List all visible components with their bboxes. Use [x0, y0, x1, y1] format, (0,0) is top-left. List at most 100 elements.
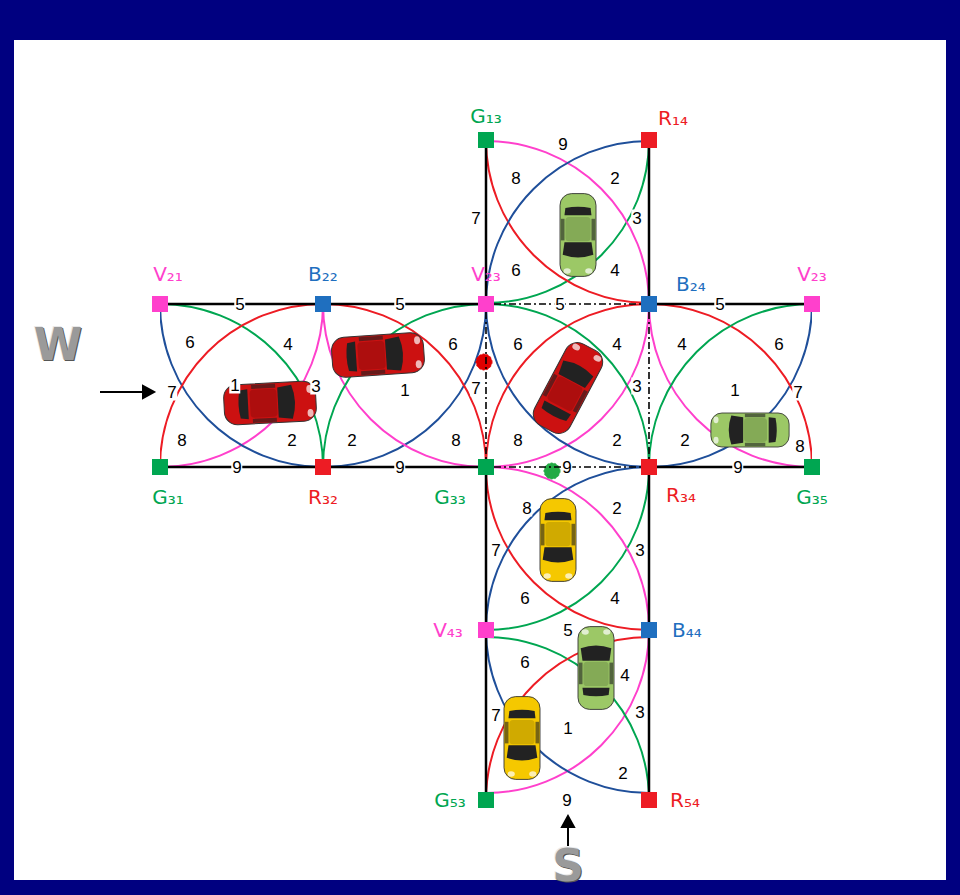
callout-number: 2 — [611, 432, 622, 449]
callout-number: 8 — [794, 438, 805, 455]
node-label: R₃₄ — [666, 485, 696, 505]
direction-letter: W — [34, 323, 83, 367]
node-label: R₁₄ — [658, 108, 688, 128]
node-label: B₂₄ — [676, 274, 706, 294]
corner-node: B₂₄ — [641, 296, 657, 312]
direction-letter: S — [552, 844, 584, 888]
corner-node: B₄₄ — [641, 622, 657, 638]
callout-number: 9 — [394, 459, 405, 476]
corner-node: R₅₄ — [641, 792, 657, 808]
callout-number: 9 — [561, 459, 572, 476]
node-label: G₁₃ — [470, 106, 502, 126]
cars — [223, 194, 789, 780]
callout-number: 2 — [679, 432, 690, 449]
grid-line — [486, 638, 487, 792]
callout-number: 2 — [286, 432, 297, 449]
node-label: R₅₄ — [670, 790, 700, 810]
callout-number: 3 — [310, 378, 321, 395]
entry-arrows — [100, 386, 574, 846]
callout-number: 7 — [166, 384, 177, 401]
callout-number: 4 — [619, 667, 630, 684]
callout-number: 9 — [561, 792, 572, 809]
grid-line — [649, 148, 650, 296]
callout-number: 4 — [609, 262, 620, 279]
corner-node: R₃₄ — [641, 459, 657, 475]
corner-node: G₁₃ — [478, 132, 494, 148]
callout-number: 4 — [611, 336, 622, 353]
corner-node: V₂₃ — [478, 296, 494, 312]
grid-line — [649, 312, 650, 459]
red-dot — [476, 354, 492, 370]
corner-node: R₁₄ — [641, 132, 657, 148]
corner-node: V₂₁ — [152, 296, 168, 312]
callout-number: 1 — [729, 382, 740, 399]
node-label: B₂₂ — [308, 264, 338, 284]
corner-node: G₃₅ — [804, 459, 820, 475]
callout-number: 8 — [521, 500, 532, 517]
callout-number: 5 — [562, 622, 573, 639]
callout-number: 2 — [609, 170, 620, 187]
node-label: B₄₄ — [672, 620, 702, 640]
node-label: G₅₃ — [434, 790, 466, 810]
green-dot — [544, 463, 560, 479]
callout-number: 7 — [470, 380, 481, 397]
node-label: V₂₃ — [471, 264, 501, 284]
callout-number: 1 — [229, 377, 240, 394]
callout-number: 2 — [617, 765, 628, 782]
grid-line — [657, 304, 804, 305]
callout-number: 3 — [631, 378, 642, 395]
callout-number: 9 — [732, 459, 743, 476]
corner-node: G₃₃ — [478, 459, 494, 475]
callout-number: 2 — [611, 500, 622, 517]
corner-node: G₃₁ — [152, 459, 168, 475]
callout-number: 7 — [792, 384, 803, 401]
callout-number: 6 — [447, 336, 458, 353]
node-label: G₃₁ — [152, 487, 184, 507]
callout-number: 7 — [470, 210, 481, 227]
callout-number: 4 — [609, 590, 620, 607]
callout-number: 5 — [714, 296, 725, 313]
callout-number: 5 — [394, 296, 405, 313]
corner-node: B₂₂ — [315, 296, 331, 312]
node-label: V₂₁ — [153, 264, 183, 284]
node-label: G₃₅ — [796, 487, 828, 507]
node-label: V₄₃ — [433, 620, 463, 640]
callout-number: 7 — [490, 542, 501, 559]
callout-number: 7 — [490, 707, 501, 724]
callout-number: 4 — [282, 336, 293, 353]
callout-number: 6 — [510, 262, 521, 279]
node-label: R₃₂ — [308, 487, 338, 507]
callout-number: 4 — [676, 336, 687, 353]
callout-number: 5 — [234, 296, 245, 313]
grid-line — [657, 467, 804, 468]
callout-number: 6 — [184, 334, 195, 351]
callout-number: 6 — [519, 590, 530, 607]
callout-number: 3 — [631, 210, 642, 227]
grid-line — [494, 304, 641, 305]
grid-line — [649, 638, 650, 792]
callout-number: 9 — [557, 136, 568, 153]
callout-number: 1 — [562, 720, 573, 737]
callout-number: 6 — [512, 336, 523, 353]
grid-line — [486, 475, 487, 622]
callout-number: 8 — [450, 432, 461, 449]
corner-node: V₂₃ — [804, 296, 820, 312]
callout-number: 2 — [346, 432, 357, 449]
callout-number: 3 — [634, 704, 645, 721]
callout-number: 6 — [519, 654, 530, 671]
corner-node: V₄₃ — [478, 622, 494, 638]
callout-number: 5 — [554, 296, 565, 313]
corner-node: R₃₂ — [315, 459, 331, 475]
node-label: V₂₃ — [797, 264, 827, 284]
corner-node: G₅₃ — [478, 792, 494, 808]
callout-number: 1 — [399, 382, 410, 399]
callout-number: 8 — [176, 432, 187, 449]
node-label: G₃₃ — [434, 487, 466, 507]
grid-line — [486, 312, 487, 459]
grid-line — [649, 475, 650, 622]
callout-number: 9 — [231, 459, 242, 476]
callout-number: 8 — [510, 170, 521, 187]
callout-number: 6 — [773, 336, 784, 353]
callout-number: 3 — [634, 542, 645, 559]
callout-number: 8 — [512, 432, 523, 449]
